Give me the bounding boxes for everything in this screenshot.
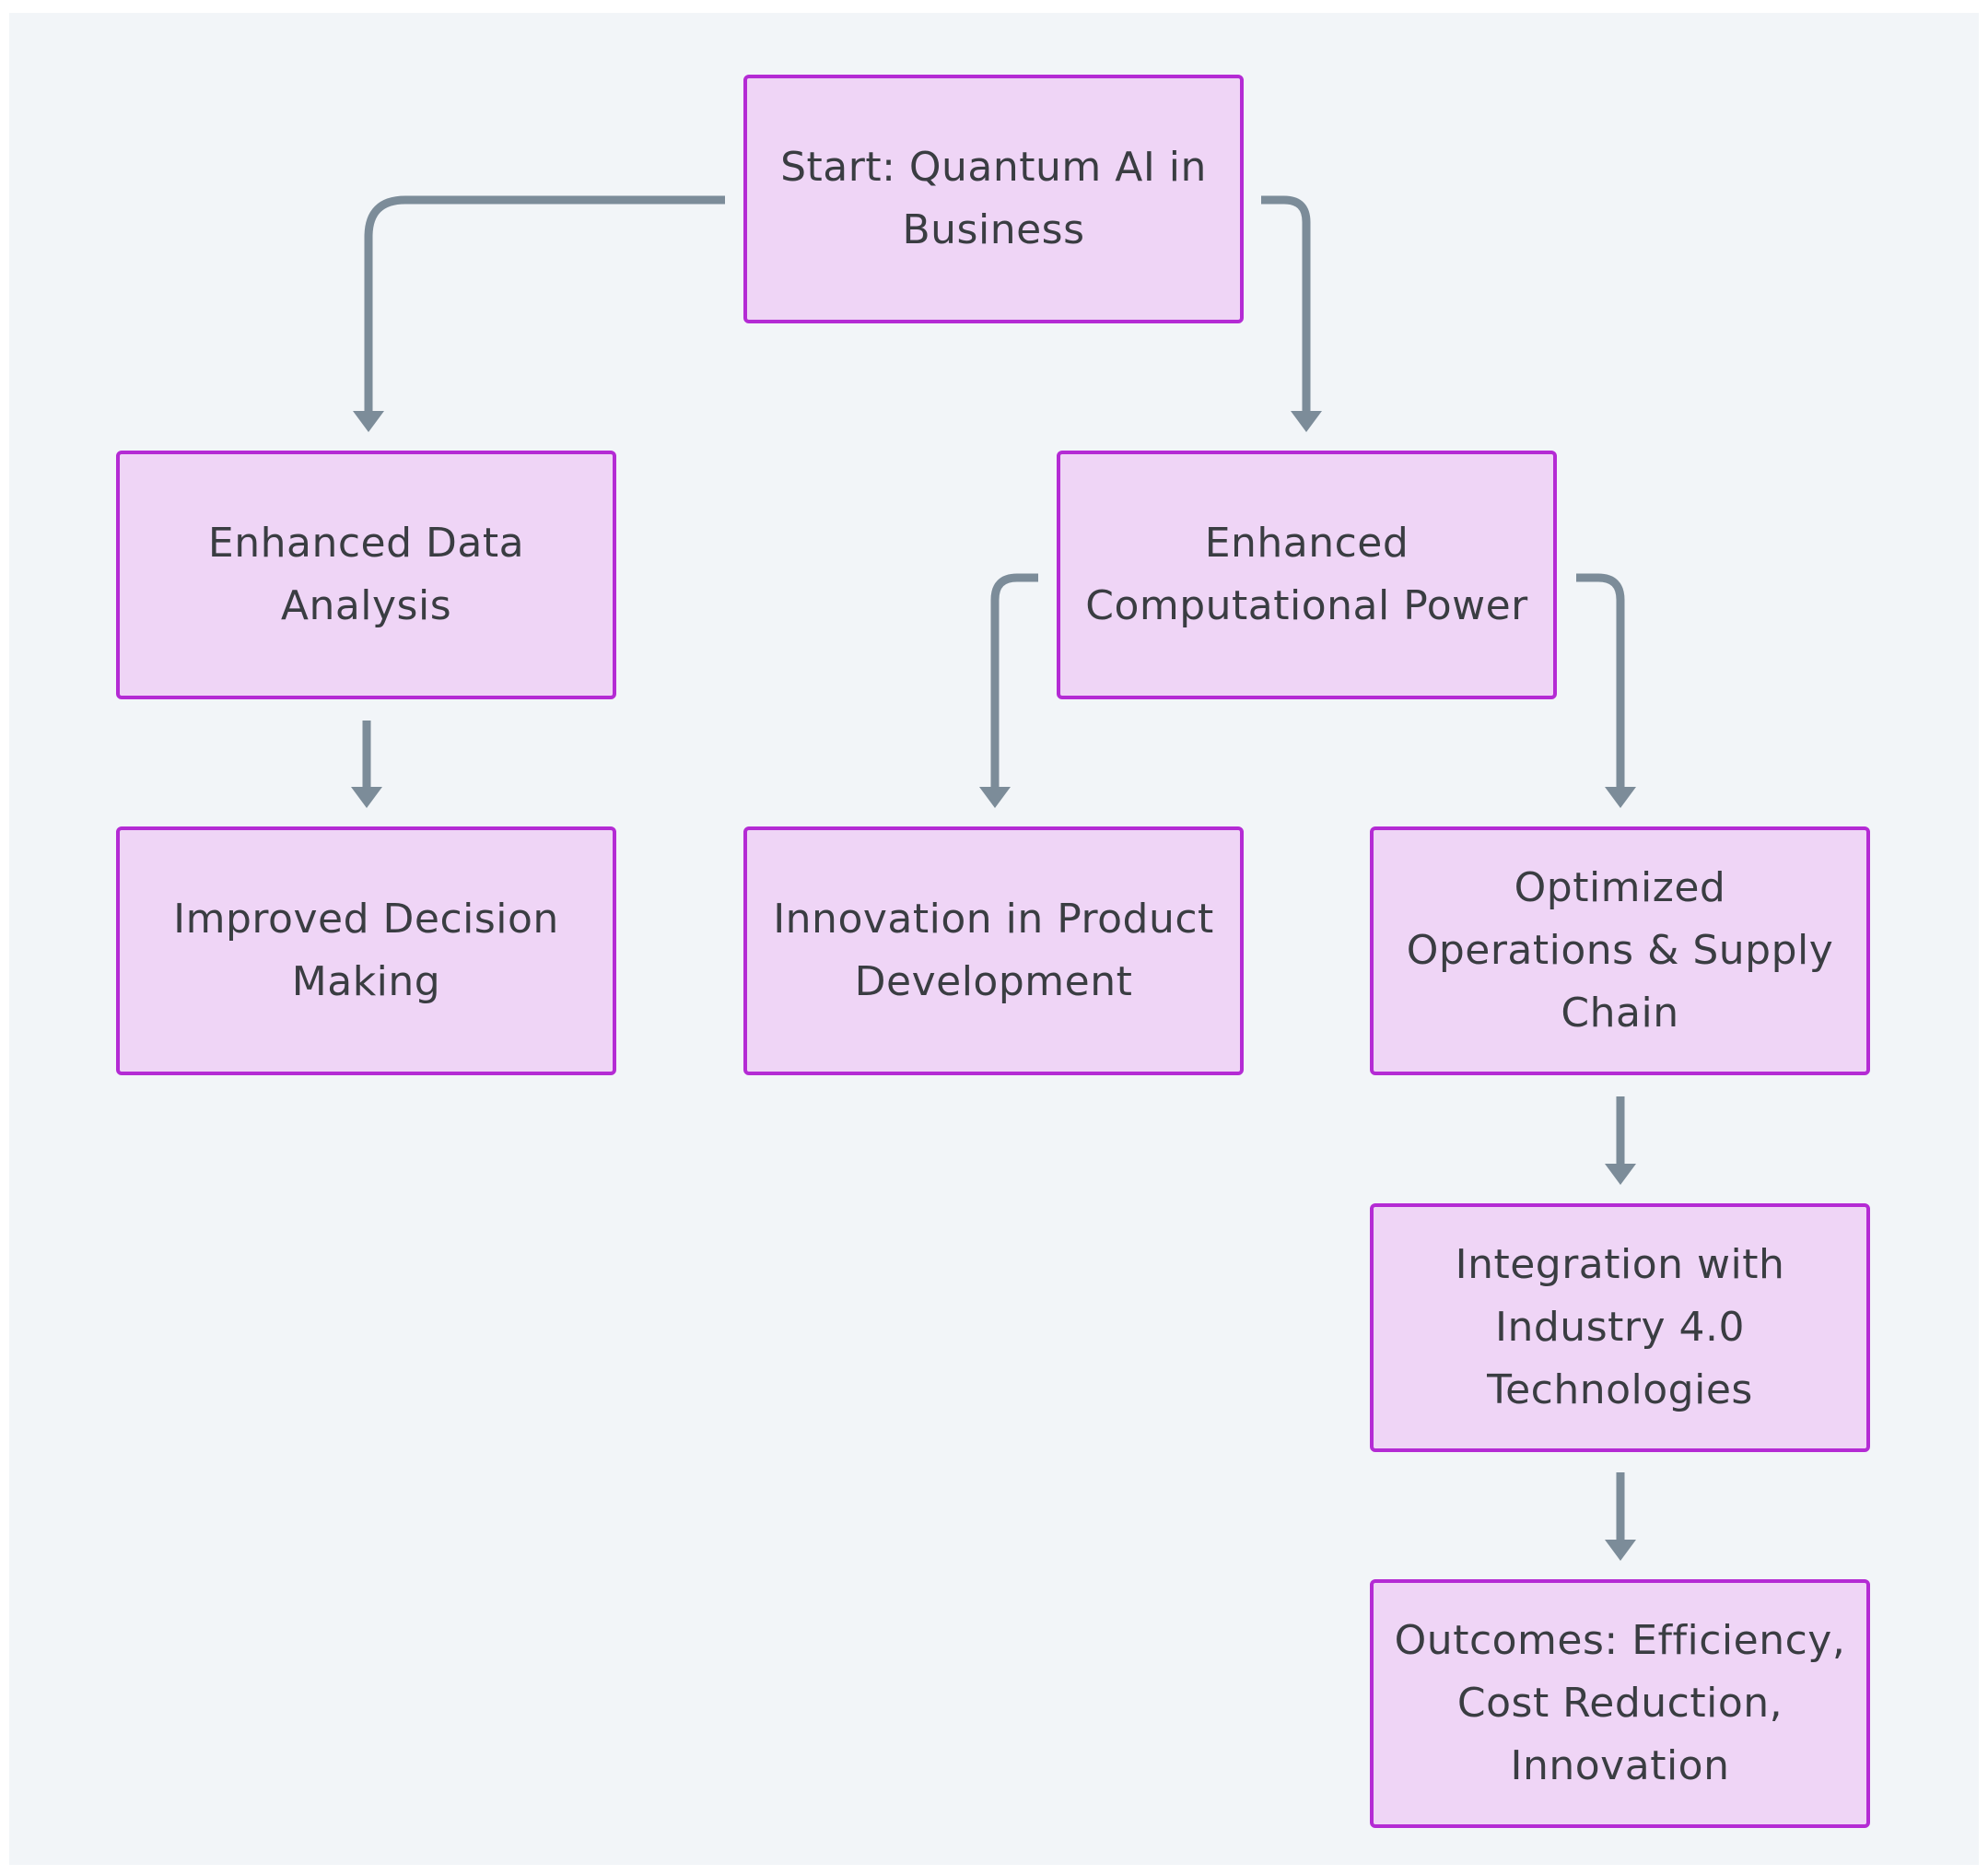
edge-computational-power-to-operations <box>1576 573 1636 808</box>
arrow-head <box>979 787 1011 808</box>
node-label: Integration with Industry 4.0 Technologi… <box>1455 1241 1785 1413</box>
edge-computational-power-to-product-innovation <box>979 573 1038 808</box>
node-label: Start: Quantum AI in Business <box>780 144 1207 253</box>
node-start-quantum-ai[interactable]: Start: Quantum AI in Business <box>743 75 1244 323</box>
edge-line <box>990 573 1038 791</box>
node-industry-integration[interactable]: Integration with Industry 4.0 Technologi… <box>1370 1203 1870 1452</box>
edge-start-to-computational-power <box>1261 195 1322 432</box>
arrow-head <box>1605 787 1636 808</box>
node-improved-decision-making[interactable]: Improved Decision Making <box>116 826 616 1075</box>
edge-start-to-data-analysis <box>353 195 725 432</box>
edge-line <box>364 195 725 415</box>
node-enhanced-computational-power[interactable]: Enhanced Computational Power <box>1057 451 1557 699</box>
node-enhanced-data-analysis[interactable]: Enhanced Data Analysis <box>116 451 616 699</box>
node-outcomes[interactable]: Outcomes: Efficiency, Cost Reduction, In… <box>1370 1579 1870 1828</box>
node-label: Innovation in Product Development <box>773 896 1214 1005</box>
arrow-head <box>1291 411 1322 432</box>
arrow-head <box>1605 1164 1636 1185</box>
edge-operations-to-industry-integration <box>1605 1096 1636 1185</box>
edge-line <box>1261 195 1311 415</box>
arrow-head <box>353 411 384 432</box>
node-label: Optimized Operations & Supply Chain <box>1406 864 1834 1037</box>
node-optimized-operations[interactable]: Optimized Operations & Supply Chain <box>1370 826 1870 1075</box>
node-label: Enhanced Data Analysis <box>207 520 525 629</box>
node-label: Outcomes: Efficiency, Cost Reduction, In… <box>1394 1617 1846 1789</box>
node-label: Enhanced Computational Power <box>1085 520 1528 629</box>
arrow-head <box>351 787 382 808</box>
node-label: Improved Decision Making <box>173 896 559 1005</box>
edge-industry-integration-to-outcomes <box>1605 1472 1636 1561</box>
node-innovation-product-development[interactable]: Innovation in Product Development <box>743 826 1244 1075</box>
arrow-head <box>1605 1540 1636 1561</box>
edge-data-analysis-to-decision-making <box>351 721 382 808</box>
edge-line <box>1576 573 1625 791</box>
